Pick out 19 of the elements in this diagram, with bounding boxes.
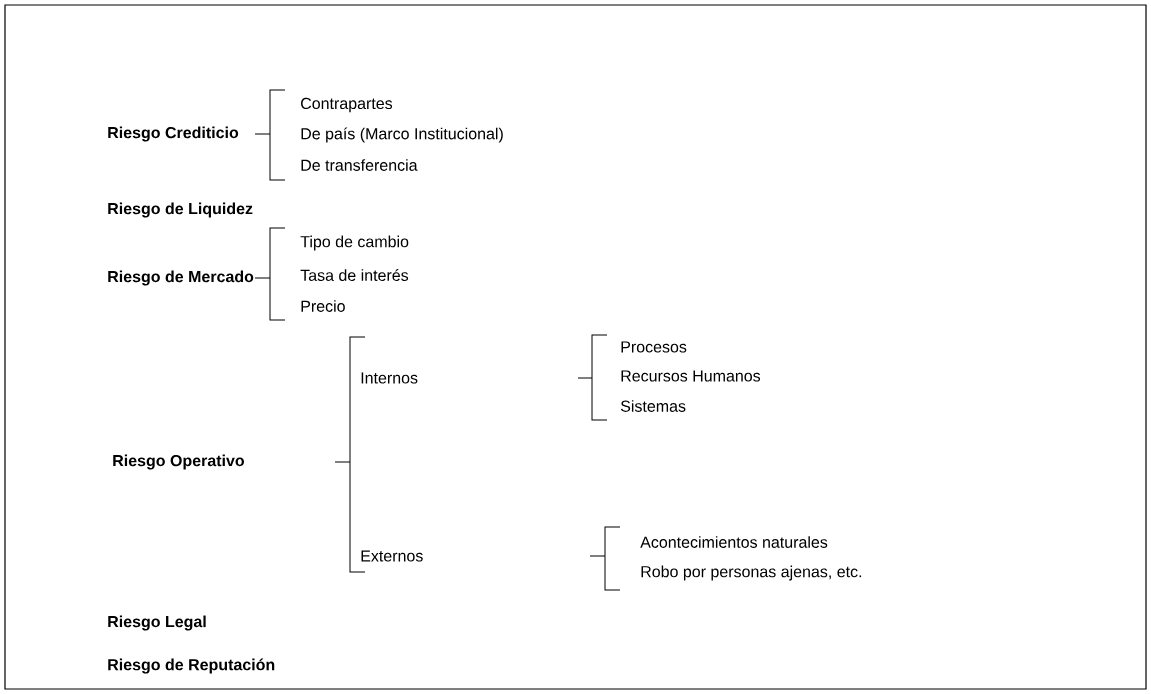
item-label: Recursos Humanos	[621, 370, 761, 382]
item-label: Tipo de cambio	[300, 235, 409, 251]
category-label: Riesgo de Reputación	[108, 658, 275, 674]
item-label: Contrapartes	[301, 97, 393, 113]
item-label: Procesos	[621, 341, 687, 353]
item-label: Sistemas	[620, 400, 686, 412]
category-label: Riesgo Operativo	[113, 454, 245, 470]
item-label: De país (Marco Institucional)	[301, 127, 503, 143]
category-label: Riesgo Legal	[108, 615, 206, 631]
item-label: Externos	[361, 550, 423, 562]
category-label: Riesgo de Mercado	[108, 270, 254, 286]
category-label: Riesgo de Liquidez	[108, 202, 253, 218]
item-label: Tasa de interés	[300, 269, 409, 281]
item-label: Acontecimientos naturales	[640, 536, 828, 548]
item-label: De transferencia	[301, 159, 418, 171]
category-label: Riesgo Crediticio	[108, 126, 239, 142]
item-label: Precio	[301, 300, 345, 312]
item-label: Internos	[361, 372, 418, 384]
item-label: Robo por personas ajenas, etc.	[641, 565, 862, 581]
